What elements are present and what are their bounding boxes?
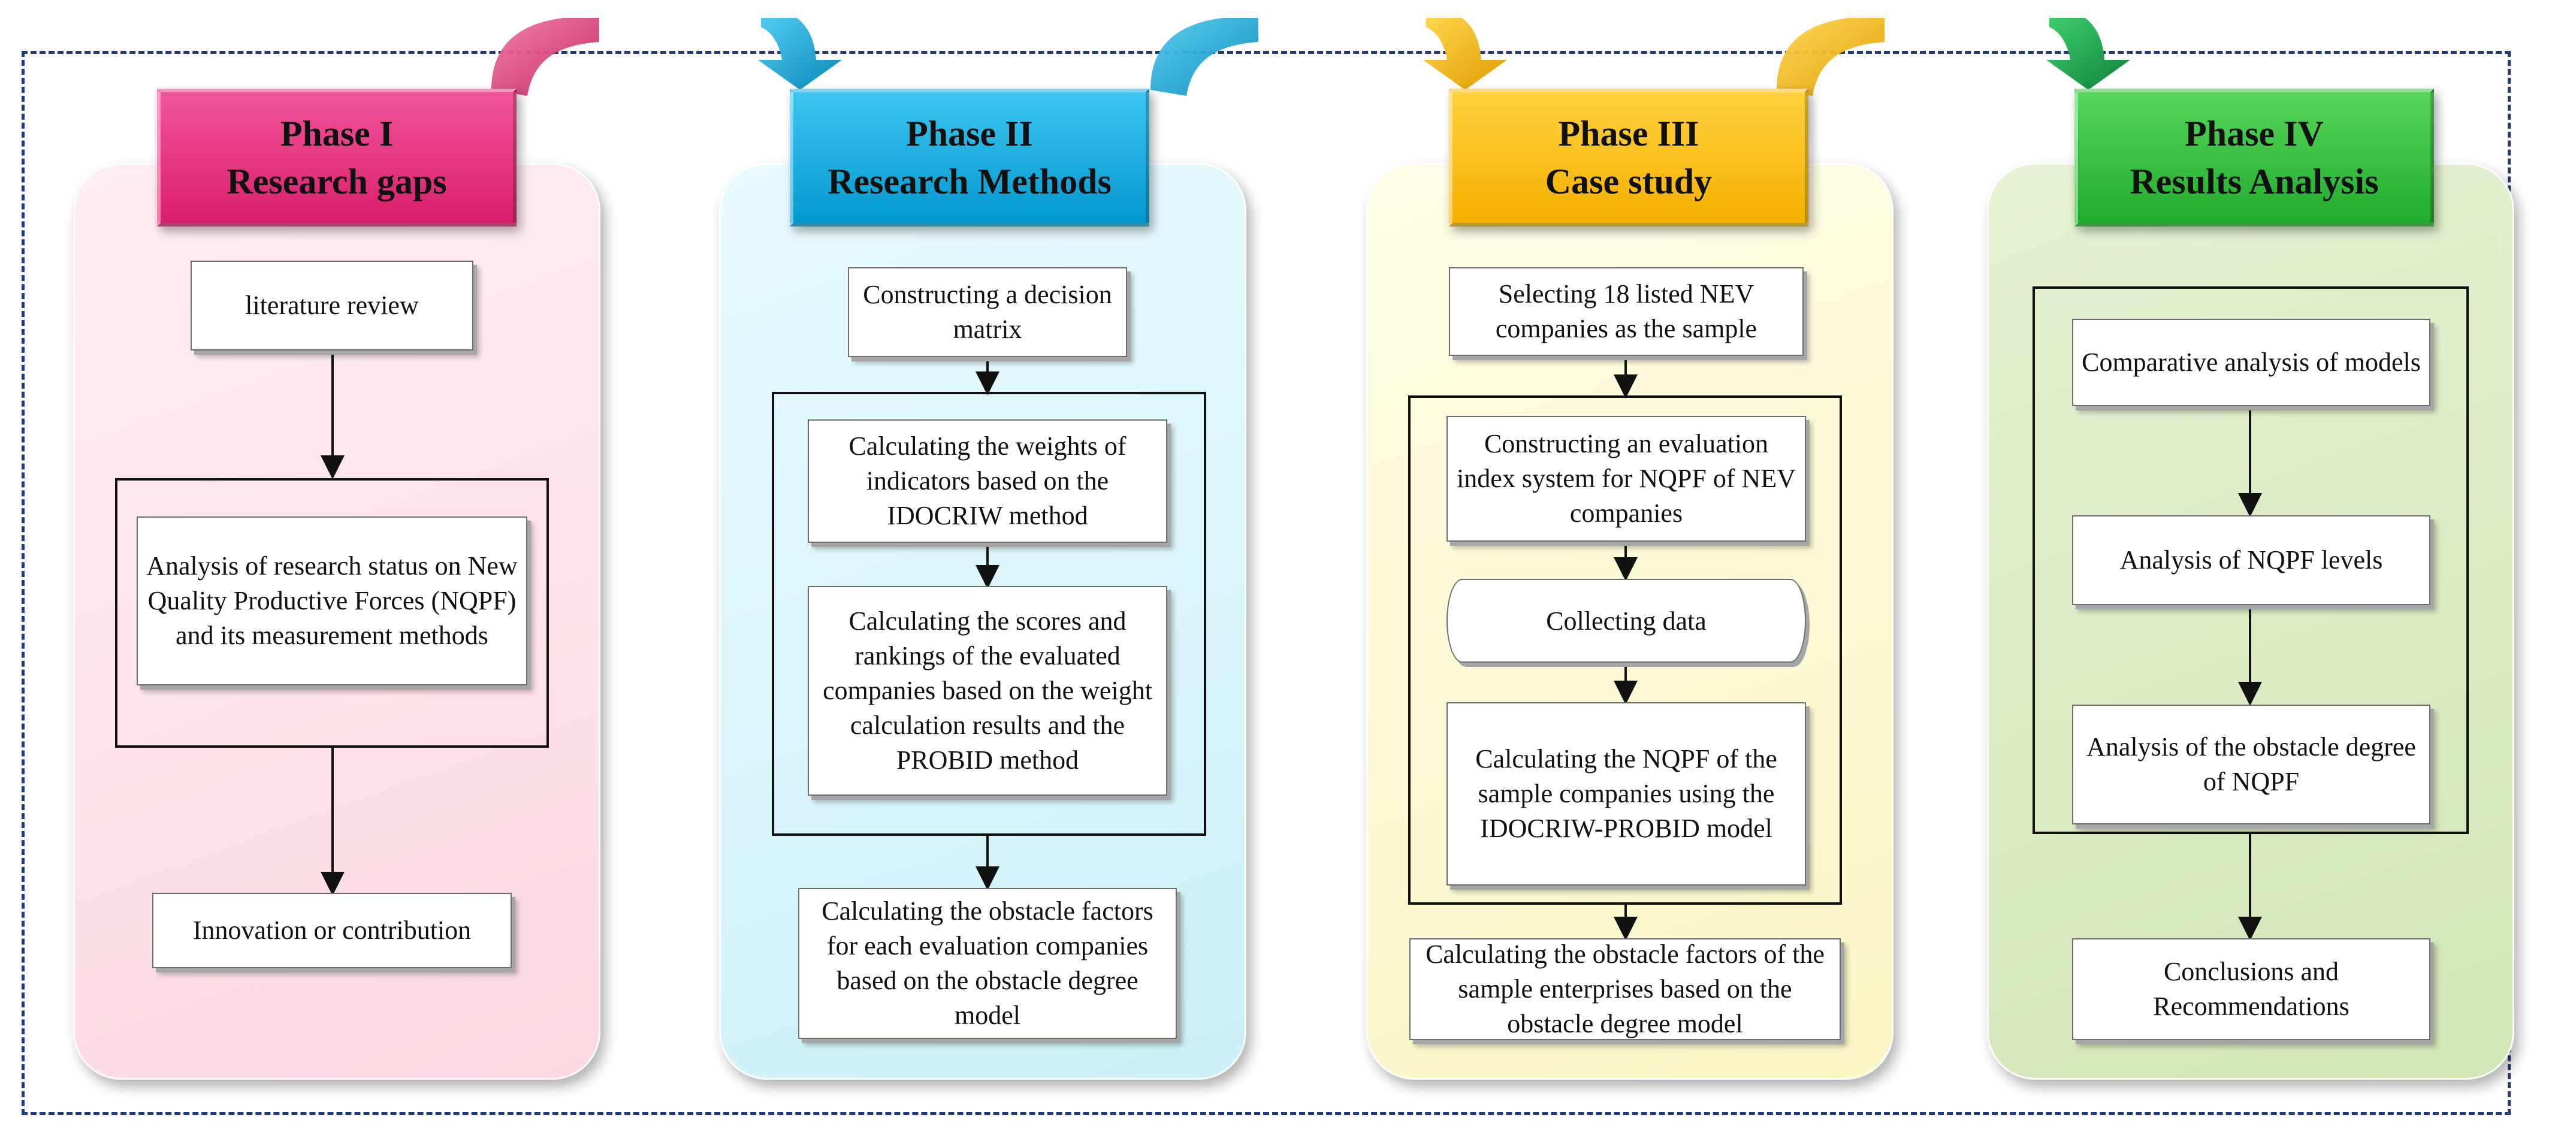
phase2-obstacle-box: Calculating the obstacle factors for eac… bbox=[798, 888, 1177, 1039]
phase3-obstacle-box: Calculating the obstacle factors of the … bbox=[1409, 938, 1841, 1040]
phase4-header: Phase IV Results Analysis bbox=[2074, 89, 2434, 226]
research-status-box: Analysis of research status on New Quali… bbox=[137, 516, 527, 685]
phase1-title: Phase I bbox=[280, 114, 394, 153]
innovation-box: Innovation or contribution bbox=[152, 893, 512, 968]
curve-arrow-4-head bbox=[2046, 18, 2130, 90]
phase2-title: Phase II bbox=[906, 114, 1033, 153]
curve-arrow-1 bbox=[491, 18, 599, 96]
phase4-subtitle: Results Analysis bbox=[2130, 162, 2379, 201]
curve-arrow-2-head bbox=[758, 18, 842, 90]
phase3-title: Phase III bbox=[1558, 114, 1699, 153]
nqpf-levels-box: Analysis of NQPF levels bbox=[2072, 515, 2430, 605]
phase2-subtitle: Research Methods bbox=[828, 162, 1112, 201]
phase4-title: Phase IV bbox=[2185, 114, 2324, 153]
phase2-header: Phase II Research Methods bbox=[790, 89, 1149, 226]
select-companies-box: Selecting 18 listed NEV companies as the… bbox=[1449, 267, 1804, 356]
phase1-subtitle: Research gaps bbox=[227, 162, 447, 201]
phase2-method-group bbox=[772, 392, 1206, 836]
phase1-analysis-group bbox=[115, 478, 549, 748]
phase4-analysis-group bbox=[2033, 286, 2469, 834]
phase3-case-group bbox=[1408, 395, 1842, 905]
idocriw-weights-box: Calculating the weights of indicators ba… bbox=[808, 419, 1167, 543]
curve-arrow-2-tail bbox=[1150, 18, 1258, 96]
index-system-box: Constructing an evaluation index system … bbox=[1446, 416, 1806, 542]
phase1-header: Phase I Research gaps bbox=[157, 89, 517, 226]
phase3-subtitle: Case study bbox=[1545, 162, 1713, 201]
phase3-header: Phase III Case study bbox=[1449, 89, 1808, 226]
collecting-data-cylinder: Collecting data bbox=[1446, 579, 1806, 663]
obstacle-degree-box: Analysis of the obstacle degree of NQPF bbox=[2072, 705, 2430, 824]
comparative-analysis-box: Comparative analysis of models bbox=[2072, 319, 2430, 406]
conclusions-box: Conclusions and Recommendations bbox=[2072, 938, 2430, 1040]
literature-review-box: literature review bbox=[191, 261, 473, 351]
probid-scores-box: Calculating the scores and rankings of t… bbox=[808, 586, 1167, 796]
curve-arrow-3-head bbox=[1423, 18, 1507, 90]
nqpf-calculation-box: Calculating the NQPF of the sample compa… bbox=[1446, 702, 1806, 886]
curve-arrow-3-tail bbox=[1777, 18, 1885, 96]
decision-matrix-box: Constructing a decision matrix bbox=[848, 267, 1127, 357]
